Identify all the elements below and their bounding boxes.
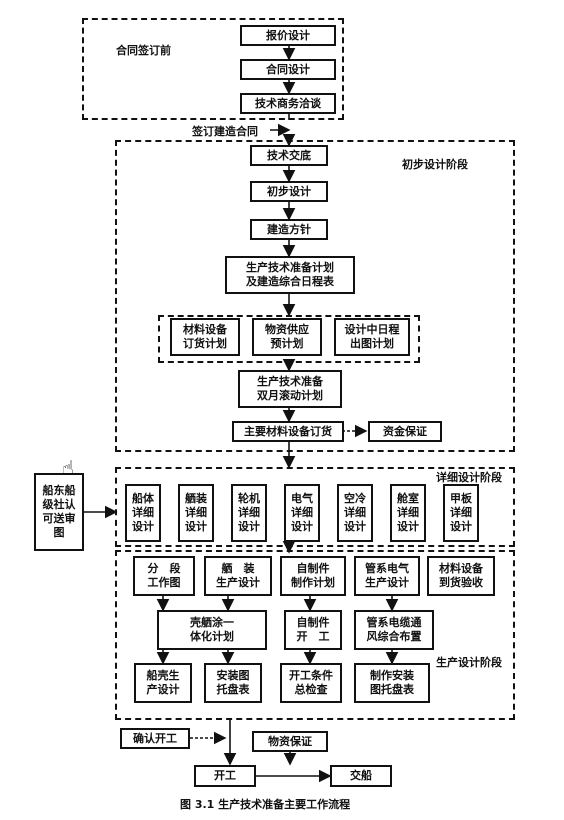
- supply-forecast-box: 物资供应 预计划: [252, 318, 322, 356]
- build-policy-box: 建造方针: [250, 219, 328, 240]
- outfit-production-box: 舾 装 生产设计: [204, 556, 272, 596]
- preliminary-design-frame: [115, 140, 515, 452]
- phase-preliminary-label: 初步设计阶段: [402, 158, 468, 171]
- pre-contract-frame: [82, 18, 344, 120]
- phase-pre-contract-label: 合同签订前: [116, 44, 171, 57]
- pipe-cable-layout-box: 管系电缆通 风综合布置: [354, 610, 434, 650]
- outfit-detail-box: 舾装 详细 设计: [178, 484, 214, 542]
- sign-contract-label: 签订建造合同: [192, 125, 258, 138]
- prod-plan-box: 生产技术准备计划 及建造综合日程表: [225, 256, 355, 294]
- cabin-detail-box: 舱室 详细 设计: [390, 484, 426, 542]
- main-material-order-box: 主要材料设备订货: [232, 421, 344, 442]
- start-check-box: 开工条件 总检查: [280, 663, 342, 703]
- tech-handover-box: 技术交底: [250, 145, 328, 166]
- make-install-tray-box: 制作安装 图托盘表: [354, 663, 430, 703]
- delivery-box: 交船: [330, 765, 392, 787]
- contract-design-box: 合同设计: [240, 59, 336, 80]
- production-design-frame: [115, 550, 515, 720]
- hvac-detail-box: 空冷 详细 设计: [337, 484, 373, 542]
- fund-guarantee-box: 资金保证: [368, 421, 442, 442]
- confirm-start-box: 确认开工: [120, 728, 190, 749]
- start-work-box: 开工: [194, 765, 256, 787]
- pipe-elec-production-box: 管系电气 生产设计: [354, 556, 420, 596]
- electric-detail-box: 电气 详细 设计: [284, 484, 320, 542]
- selfmade-plan-box: 自制件 制作计划: [280, 556, 346, 596]
- bimonthly-plan-box: 生产技术准备 双月滚动计划: [238, 370, 342, 408]
- install-tray-box: 安装图 托盘表: [204, 663, 262, 703]
- preliminary-design-box: 初步设计: [250, 181, 328, 202]
- design-schedule-box: 设计中日程 出图计划: [334, 318, 410, 356]
- segment-drawing-box: 分 段 工作图: [133, 556, 195, 596]
- tech-business-box: 技术商务洽谈: [240, 93, 336, 114]
- phase-production-label: 生产设计阶段: [436, 656, 502, 669]
- figure-caption: 图 3.1 生产技术准备主要工作流程: [180, 798, 351, 811]
- owner-review-box: 船东船 级社认 可送审 图: [34, 473, 84, 551]
- material-acceptance-box: 材料设备 到货验收: [427, 556, 495, 596]
- hull-detail-box: 船体 详细 设计: [125, 484, 161, 542]
- quote-design-box: 报价设计: [240, 25, 336, 46]
- selfmade-process-box: 自制件 开 工: [284, 610, 342, 650]
- material-guarantee-box: 物资保证: [252, 731, 328, 752]
- deck-detail-box: 甲板 详细 设计: [443, 484, 479, 542]
- hand-icon: ☝: [62, 456, 75, 480]
- material-order-plan-box: 材料设备 订货计划: [170, 318, 240, 356]
- phase-detailed-label: 详细设计阶段: [436, 471, 502, 484]
- engine-detail-box: 轮机 详细 设计: [231, 484, 267, 542]
- hull-production-box: 船壳生 产设计: [134, 663, 192, 703]
- hull-outfit-paint-box: 壳舾涂一 体化计划: [157, 610, 267, 650]
